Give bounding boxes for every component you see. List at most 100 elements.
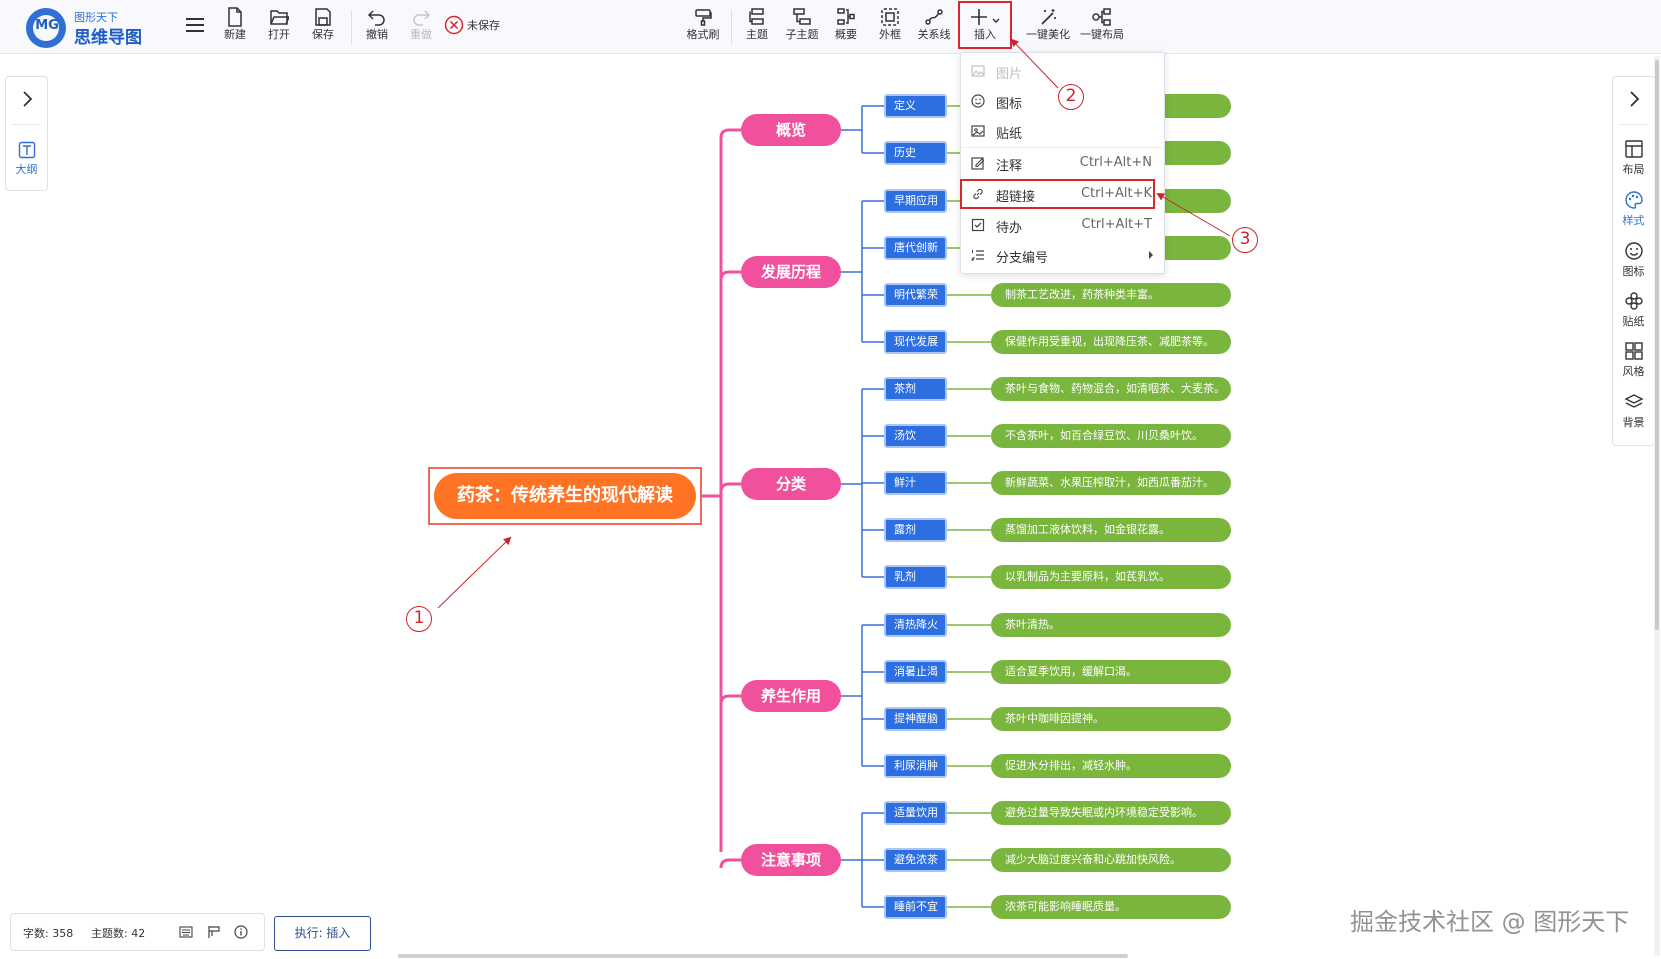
beautify-button[interactable]: 一键美化: [1022, 6, 1074, 48]
insert-image-label: 图片: [996, 67, 1023, 82]
sticker-panel-button[interactable]: 贴纸: [1613, 291, 1654, 329]
subtopic-node[interactable]: 明代繁荣: [884, 283, 947, 307]
expand-right-button[interactable]: [1613, 89, 1654, 109]
boundary-label: 外框: [879, 28, 901, 41]
relation-line-button[interactable]: 关系线: [914, 6, 954, 48]
subtopic-node[interactable]: 露剂: [884, 518, 947, 542]
insert-hyperlink-item[interactable]: 超链接 Ctrl+Alt+K: [961, 180, 1164, 208]
hamburger-icon: [186, 18, 204, 32]
subtopic-node[interactable]: 乳剂: [884, 565, 947, 589]
topic-label: 主题: [746, 28, 768, 41]
leaf-node[interactable]: 茶叶与食物、药物混合，如清咽茶、大麦茶。: [991, 377, 1231, 401]
info-icon[interactable]: [234, 925, 248, 939]
subtopic-node[interactable]: 现代发展: [884, 330, 947, 354]
insert-note-item[interactable]: 注释 Ctrl+Alt+N: [961, 149, 1164, 177]
root-node[interactable]: 药茶：传统养生的现代解读: [434, 473, 696, 519]
link-icon: [973, 188, 983, 200]
leaf-node[interactable]: 减少大脑过度兴奋和心跳加快风险。: [991, 848, 1231, 872]
layout-panel-button[interactable]: 布局: [1613, 139, 1654, 177]
branch-node[interactable]: 发展历程: [741, 256, 841, 288]
annotation-marker-3: 3: [1232, 227, 1258, 253]
leaf-node[interactable]: 保健作用受重视，出现降压茶、减肥茶等。: [991, 330, 1231, 354]
theme-label: 风格: [1622, 365, 1645, 378]
branch-node[interactable]: 概览: [741, 114, 841, 146]
folder-open-icon: [270, 10, 289, 25]
sticker-icon: [971, 125, 985, 137]
leaf-node[interactable]: 制茶工艺改进，药茶种类丰富。: [991, 283, 1231, 307]
leaf-node[interactable]: 适合夏季饮用，缓解口渴。: [991, 660, 1231, 684]
execute-insert-button[interactable]: 执行: 插入: [274, 916, 371, 951]
subtopic-node[interactable]: 利尿消肿: [884, 754, 947, 778]
insert-hyperlink-label: 超链接: [996, 190, 1036, 205]
auto-layout-label: 一键布局: [1080, 28, 1124, 41]
insert-icon-item[interactable]: 图标: [961, 87, 1164, 115]
icon-label: 图标: [1622, 265, 1645, 278]
subtopic-node[interactable]: 提神醒脑: [884, 707, 947, 731]
save-button[interactable]: 保存: [308, 6, 338, 48]
subtopic-node[interactable]: 唐代创新: [884, 236, 947, 260]
magic-wand-icon: [1041, 9, 1056, 25]
leaf-node[interactable]: 浓茶可能影响睡眠质量。: [991, 895, 1231, 919]
leaf-node[interactable]: 避免过量导致失眠或内环境稳定受影响。: [991, 801, 1231, 825]
subtopic-node[interactable]: 避免浓茶: [884, 848, 947, 872]
topic-button[interactable]: 主题: [742, 6, 772, 48]
insert-branch-numbering-item[interactable]: 分支编号: [961, 241, 1164, 269]
redo-button[interactable]: 重做: [406, 6, 436, 48]
insert-sticker-item[interactable]: 贴纸: [961, 117, 1164, 145]
expand-left-button[interactable]: [6, 89, 47, 109]
subtopic-node[interactable]: 清热降火: [884, 613, 947, 637]
style-panel-button[interactable]: 样式: [1613, 190, 1654, 228]
leaf-node[interactable]: 新鲜蔬菜、水果压榨取汁，如西瓜番茄汁。: [991, 471, 1231, 495]
leaf-node[interactable]: 以乳制品为主要原料，如芪乳饮。: [991, 565, 1231, 589]
insert-todo-item[interactable]: 待办 Ctrl+Alt+T: [961, 211, 1164, 239]
boundary-button[interactable]: 外框: [875, 6, 905, 48]
leaf-node[interactable]: 不含茶叶，如百合绿豆饮、川贝桑叶饮。: [991, 424, 1231, 448]
open-button[interactable]: 打开: [264, 6, 294, 48]
leaf-node[interactable]: 茶叶中咖啡因提神。: [991, 707, 1231, 731]
beautify-label: 一键美化: [1026, 28, 1070, 41]
new-button[interactable]: 新建: [220, 6, 250, 48]
panel-divider: [12, 124, 41, 125]
style-label: 样式: [1622, 214, 1645, 227]
leaf-node[interactable]: 蒸馏加工液体饮料，如金银花露。: [991, 518, 1231, 542]
layers-icon: [1623, 394, 1644, 408]
subtopic-label: 子主题: [785, 28, 819, 41]
chevron-right-icon: [1629, 91, 1639, 107]
undo-button[interactable]: 撤销: [362, 6, 392, 48]
theme-panel-button[interactable]: 风格: [1613, 341, 1654, 379]
horizontal-scrollbar[interactable]: [398, 954, 1128, 958]
unsaved-label: 未保存: [467, 19, 500, 32]
leaf-node[interactable]: 茶叶清热。: [991, 613, 1231, 637]
summary-button[interactable]: 概要: [831, 6, 861, 48]
subtopic-node[interactable]: 茶剂: [884, 377, 947, 401]
icon-panel-button[interactable]: 图标: [1613, 241, 1654, 279]
main-menu-button[interactable]: [184, 16, 208, 36]
branch-node[interactable]: 注意事项: [741, 844, 841, 876]
subtopic-node[interactable]: 睡前不宜: [884, 895, 947, 919]
subtopic-node[interactable]: 汤饮: [884, 424, 947, 448]
subtopic-node[interactable]: 消暑止渴: [884, 660, 947, 684]
format-icon[interactable]: [207, 925, 221, 939]
format-brush-button[interactable]: 格式刷: [684, 6, 722, 48]
subtopic-node[interactable]: 历史: [884, 141, 947, 165]
watermark: 掘金技术社区 @ 图形天下: [1350, 908, 1630, 936]
toolbar-divider: [351, 10, 352, 44]
subtopic-button[interactable]: 子主题: [782, 6, 822, 48]
subtopic-node[interactable]: 早期应用: [884, 189, 947, 213]
branch-node[interactable]: 养生作用: [741, 680, 841, 712]
keyboard-icon[interactable]: [179, 926, 193, 938]
numbered-list-icon: [971, 250, 984, 261]
vertical-scrollbar-thumb[interactable]: [1655, 60, 1659, 630]
subtopic-node[interactable]: 鲜汁: [884, 471, 947, 495]
auto-layout-button[interactable]: 一键布局: [1077, 6, 1127, 48]
outline-button[interactable]: 大纲: [6, 141, 47, 177]
branch-connector: [719, 858, 741, 869]
leaf-node[interactable]: 促进水分排出，减轻水肿。: [991, 754, 1231, 778]
background-panel-button[interactable]: 背景: [1613, 392, 1654, 430]
branch-connector: [719, 128, 741, 139]
branch-node[interactable]: 分类: [741, 468, 841, 500]
subtopic-node[interactable]: 定义: [884, 94, 947, 118]
insert-button[interactable]: 插入: [962, 6, 1008, 48]
insert-image-item[interactable]: 图片: [961, 57, 1164, 85]
subtopic-node[interactable]: 适量饮用: [884, 801, 947, 825]
